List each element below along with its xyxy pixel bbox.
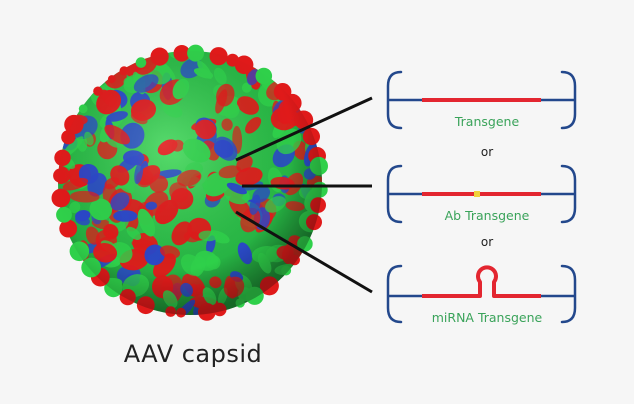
construct-mirna-transgene: miRNA Transgene (386, 264, 577, 325)
transgene-bar (422, 265, 541, 298)
itr-left-icon (386, 264, 424, 324)
marker-segment (474, 191, 480, 197)
construct-label: miRNA Transgene (432, 310, 543, 325)
construct-ab-transgene: Ab Transgene (386, 164, 577, 224)
pointer-line-transgene (235, 96, 373, 162)
itr-right-icon (539, 164, 577, 224)
construct-label: Transgene (454, 114, 520, 129)
itr-right-icon (539, 70, 577, 130)
aav-capsid-image (51, 44, 328, 321)
itr-right-icon (539, 264, 577, 324)
itr-left-icon (386, 70, 424, 130)
or-separator: or (481, 235, 493, 249)
construct-label: Ab Transgene (445, 208, 530, 223)
pointer-lines (235, 96, 373, 294)
pointer-line-mirna-transgene (235, 210, 373, 294)
construct-transgene: Transgene (386, 70, 577, 130)
capsid-caption: AAV capsid (123, 340, 263, 368)
or-separator: or (481, 145, 493, 159)
itr-left-icon (386, 164, 424, 224)
